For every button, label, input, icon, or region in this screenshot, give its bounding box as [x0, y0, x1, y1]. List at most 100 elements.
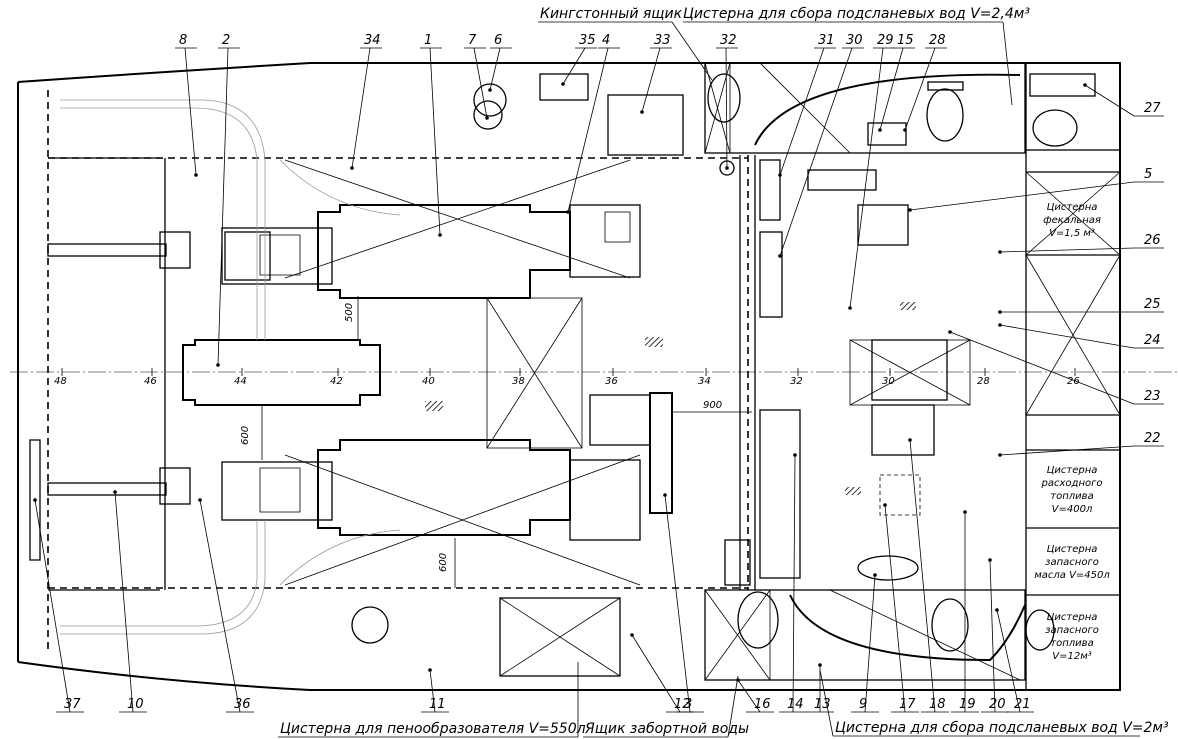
- callout-leader: [999, 247, 1135, 253]
- callout-leader: [631, 634, 681, 713]
- callout-number: 24: [1144, 333, 1161, 348]
- callout-dot: [963, 510, 967, 514]
- callout-dot: [995, 608, 999, 612]
- callout-leader: [779, 47, 825, 176]
- tank-spare-fuel-line: запасного: [1045, 625, 1099, 636]
- callout-leader: [884, 504, 906, 713]
- dimension-label: 900: [703, 400, 722, 411]
- callout-number: 19: [959, 697, 976, 712]
- callout-dot: [566, 210, 570, 214]
- callout-number: 26: [1144, 233, 1161, 248]
- frame-number: 34: [698, 376, 711, 387]
- callout-leader: [779, 47, 853, 257]
- callout-number: 31: [818, 33, 835, 48]
- callout-dot: [350, 166, 354, 170]
- callout-number: 34: [364, 33, 381, 48]
- frame-number: 40: [422, 376, 435, 387]
- frame-number: 46: [144, 376, 157, 387]
- callout-dot: [998, 453, 1002, 457]
- callout-leader: [217, 47, 229, 366]
- frame-number: 28: [977, 376, 990, 387]
- dimension-label: 500: [344, 303, 355, 322]
- callout-dot: [194, 173, 198, 177]
- callout-leader: [999, 445, 1135, 456]
- callout-number: 9: [859, 697, 867, 712]
- callout-leader: [725, 47, 728, 169]
- callout-leader: [429, 47, 441, 236]
- tank-labels: Цистерна фекальная V=1,5 м³ Цистерна рас…: [1034, 202, 1110, 662]
- callout-number: 29: [877, 33, 894, 48]
- callout-leader: [184, 47, 197, 176]
- callout-dot: [113, 490, 117, 494]
- tank-spare-fuel-line: топлива: [1050, 638, 1093, 649]
- hatch-marker: [645, 337, 663, 347]
- frame-number: 30: [882, 376, 895, 387]
- tank-spare-fuel-line: Цистерна: [1047, 612, 1098, 623]
- dimension-label: 600: [438, 553, 449, 572]
- callout-dot: [725, 166, 729, 170]
- callout-leader: [199, 499, 241, 713]
- callout-dot: [998, 310, 1002, 314]
- title-seawater-box: Ящик забортной воды: [584, 721, 749, 737]
- callout-number: 12: [674, 697, 691, 712]
- callout-number: 23: [1144, 389, 1161, 404]
- callout-dot: [778, 254, 782, 258]
- callout-leader: [34, 499, 71, 713]
- callout-dot: [848, 306, 852, 310]
- callout-leader: [999, 324, 1135, 349]
- tank-fecal-line: фекальная: [1043, 215, 1101, 226]
- callout-leader: [996, 609, 1021, 713]
- callout-leader: [429, 669, 436, 713]
- callout-number: 10: [127, 697, 144, 712]
- callout-dot: [561, 82, 565, 86]
- callout-dot: [488, 88, 492, 92]
- callout-leader: [114, 491, 134, 713]
- callout-dot: [778, 173, 782, 177]
- title-kingston-box: Кингстонный ящик: [540, 6, 683, 22]
- callout-dot: [873, 573, 877, 577]
- tank-consumable-fuel-line: расходного: [1041, 478, 1103, 489]
- tank-spare-oil-line: Цистерна: [1047, 544, 1098, 555]
- titles: Кингстонный ящик Цистерна для сбора подс…: [278, 6, 1169, 738]
- callout-leader: [473, 47, 488, 119]
- frame-number: 42: [330, 376, 343, 387]
- callout-dot: [883, 503, 887, 507]
- callout-number: 14: [787, 697, 804, 712]
- callout-dot: [663, 493, 667, 497]
- callout-dot: [988, 558, 992, 562]
- propeller-shafts: [29, 231, 191, 561]
- callout-number: 13: [814, 697, 831, 712]
- callout-leader: [562, 47, 586, 85]
- callout-number: 32: [720, 33, 737, 48]
- callout-leader: [792, 454, 796, 713]
- callout-number: 15: [897, 33, 914, 48]
- callout-leader: [989, 559, 996, 713]
- callout-dot: [903, 128, 907, 132]
- callout-dot: [908, 208, 912, 212]
- callout-number: 21: [1014, 697, 1031, 712]
- callout-number: 3: [684, 697, 692, 712]
- callout-number: 16: [754, 697, 771, 712]
- callout-number: 5: [1144, 167, 1152, 182]
- callout-leader: [904, 47, 936, 131]
- callout-number: 8: [179, 33, 187, 48]
- callout-dot: [1083, 83, 1087, 87]
- callout-number: 33: [654, 33, 671, 48]
- generator-set: [182, 339, 381, 406]
- callout-dot: [428, 668, 432, 672]
- engine-room-equipment: [351, 73, 1096, 677]
- callout-dot: [818, 663, 822, 667]
- frame-number: 32: [790, 376, 803, 387]
- callout-leader: [1084, 84, 1135, 117]
- callout-number: 6: [494, 33, 502, 48]
- callout-number: 36: [234, 697, 251, 712]
- floor-opening: [486, 297, 583, 449]
- callout-dot: [793, 453, 797, 457]
- frame-number: 36: [605, 376, 618, 387]
- frame-number: 48: [54, 376, 67, 387]
- callout-leader: [849, 47, 884, 309]
- callout-number: 35: [579, 33, 596, 48]
- callout-dot: [438, 233, 442, 237]
